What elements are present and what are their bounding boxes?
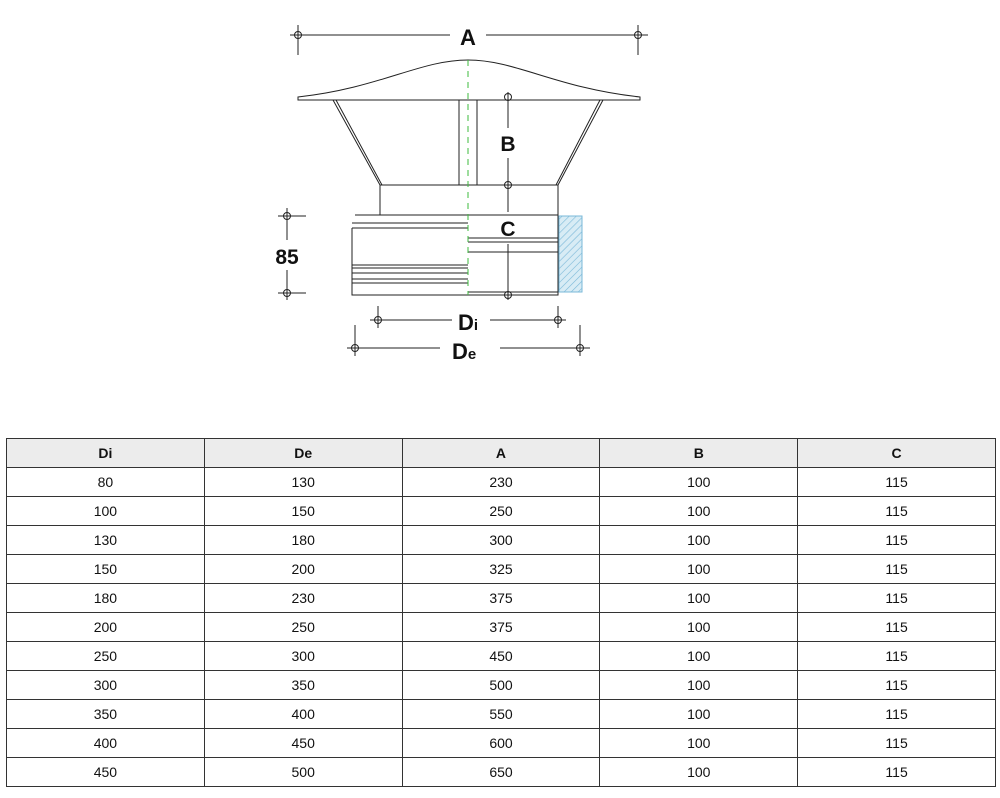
cell-a: 375 <box>401 583 601 613</box>
cell-de: 450 <box>203 728 403 758</box>
collar <box>379 184 559 216</box>
cell-di: 350 <box>6 699 205 729</box>
pipe-body <box>351 214 560 296</box>
cell-c: 115 <box>797 699 996 729</box>
cell-de: 230 <box>203 583 403 613</box>
cell-a: 550 <box>401 699 601 729</box>
cell-di: 300 <box>6 670 205 700</box>
cap-hood <box>297 59 641 101</box>
label-b: B <box>500 133 515 156</box>
cell-di: 400 <box>6 728 205 758</box>
cell-de: 150 <box>203 496 403 526</box>
dimension-di-line <box>370 306 566 328</box>
cell-di: 180 <box>6 583 205 613</box>
cell-de: 350 <box>203 670 403 700</box>
cell-c: 115 <box>797 641 996 671</box>
cell-c: 115 <box>797 728 996 758</box>
cell-c: 115 <box>797 583 996 613</box>
cell-a: 650 <box>401 757 601 787</box>
cell-c: 115 <box>797 496 996 526</box>
cell-b: 100 <box>599 525 799 555</box>
cell-b: 100 <box>599 554 799 584</box>
cell-c: 115 <box>797 612 996 642</box>
cell-b: 100 <box>599 728 799 758</box>
cell-di: 130 <box>6 525 205 555</box>
cell-a: 300 <box>401 525 601 555</box>
cell-di: 450 <box>6 757 205 787</box>
column-header-de: De <box>203 438 403 468</box>
cell-de: 180 <box>203 525 403 555</box>
cell-b: 100 <box>599 699 799 729</box>
cell-a: 500 <box>401 670 601 700</box>
cell-c: 115 <box>797 757 996 787</box>
column-header-di: Di <box>6 438 205 468</box>
cell-de: 400 <box>203 699 403 729</box>
label-di: Di <box>458 310 478 335</box>
column-header-c: C <box>797 438 996 468</box>
cell-c: 115 <box>797 670 996 700</box>
cell-de: 250 <box>203 612 403 642</box>
dimension-a-line <box>290 25 648 55</box>
wall-hatch <box>558 215 583 293</box>
cell-b: 100 <box>599 612 799 642</box>
label-de: De <box>452 339 476 364</box>
cell-di: 150 <box>6 554 205 584</box>
cell-di: 80 <box>6 467 205 497</box>
column-header-b: B <box>599 438 799 468</box>
cell-b: 100 <box>599 670 799 700</box>
label-a: A <box>460 25 476 50</box>
cell-c: 115 <box>797 525 996 555</box>
cell-de: 300 <box>203 641 403 671</box>
cell-b: 100 <box>599 467 799 497</box>
cell-a: 450 <box>401 641 601 671</box>
cell-b: 100 <box>599 583 799 613</box>
cell-a: 600 <box>401 728 601 758</box>
dimension-bc-line <box>504 92 512 300</box>
cell-de: 130 <box>203 467 403 497</box>
column-header-a: A <box>401 438 601 468</box>
cell-c: 115 <box>797 467 996 497</box>
cell-a: 375 <box>401 612 601 642</box>
cell-a: 250 <box>401 496 601 526</box>
cell-de: 500 <box>203 757 403 787</box>
cell-di: 250 <box>6 641 205 671</box>
cell-di: 200 <box>6 612 205 642</box>
dimension-85-line <box>278 208 306 300</box>
cell-b: 100 <box>599 641 799 671</box>
cell-a: 230 <box>401 467 601 497</box>
chimney-cap-technical-drawing: A B C 85 Di De <box>275 25 648 364</box>
cell-b: 100 <box>599 496 799 526</box>
label-c: C <box>500 218 515 241</box>
label-85: 85 <box>275 246 299 269</box>
cell-b: 100 <box>599 757 799 787</box>
cell-di: 100 <box>6 496 205 526</box>
cell-a: 325 <box>401 554 601 584</box>
dimension-de-line <box>347 325 590 356</box>
cell-c: 115 <box>797 554 996 584</box>
cell-de: 200 <box>203 554 403 584</box>
cone-deflector <box>332 99 604 186</box>
